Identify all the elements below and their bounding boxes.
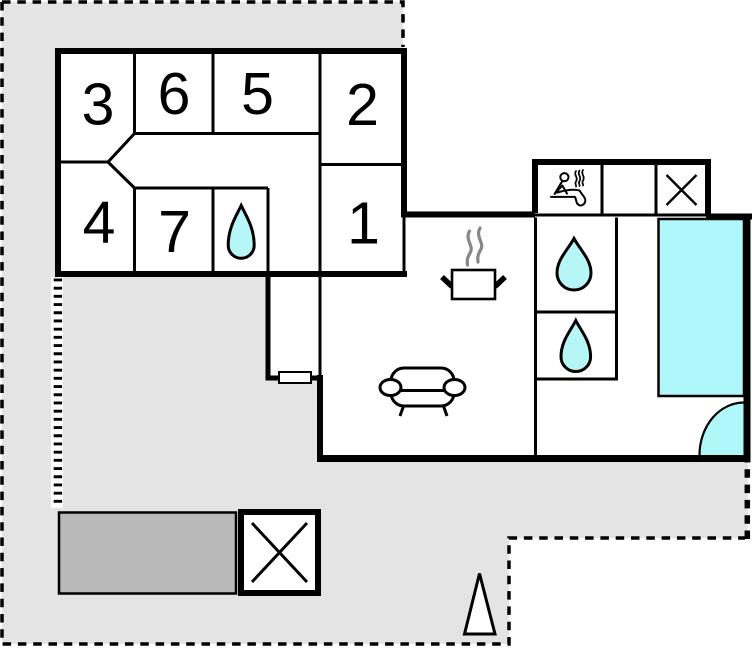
- svg-text:1: 1: [347, 191, 380, 257]
- svg-text:3: 3: [82, 72, 115, 138]
- svg-text:5: 5: [241, 61, 274, 127]
- svg-text:4: 4: [83, 190, 116, 256]
- svg-text:6: 6: [158, 61, 191, 127]
- svg-text:7: 7: [158, 199, 191, 265]
- svg-text:2: 2: [346, 72, 379, 138]
